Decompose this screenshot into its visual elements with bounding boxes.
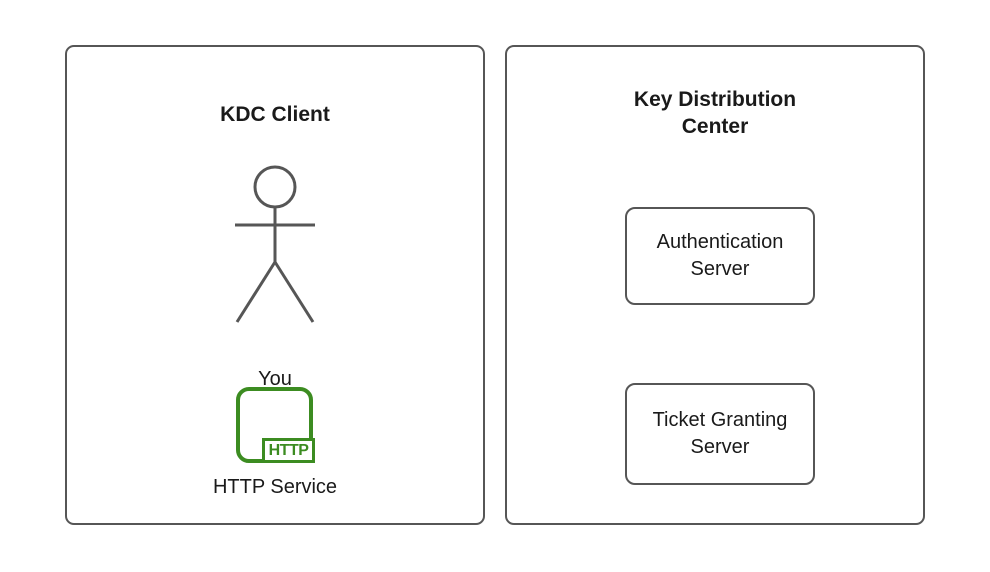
http-badge-text: HTTP xyxy=(268,441,309,459)
authentication-server-label: Authentication Server xyxy=(656,231,784,280)
key-distribution-center-title: Key Distribution Center xyxy=(507,86,923,140)
kdc-client-title-text: KDC Client xyxy=(220,103,330,126)
http-badge: HTTP xyxy=(262,438,315,463)
key-distribution-center-panel: Key Distribution Center Authentication S… xyxy=(505,45,925,525)
actor-label: You xyxy=(258,368,292,390)
kdc-client-panel: KDC Client You HTTP HTTP Service xyxy=(65,45,485,525)
authentication-server-node: Authentication Server xyxy=(625,207,815,305)
stick-figure-actor-icon xyxy=(235,165,315,323)
kdc-client-title: KDC Client xyxy=(67,101,483,128)
http-service-label: HTTP Service xyxy=(212,476,338,498)
ticket-granting-server-node: Ticket Granting Server xyxy=(625,383,815,485)
ticket-granting-server-label: Ticket Granting Server xyxy=(652,409,788,458)
key-distribution-center-title-text: Key Distribution Center xyxy=(633,88,797,138)
